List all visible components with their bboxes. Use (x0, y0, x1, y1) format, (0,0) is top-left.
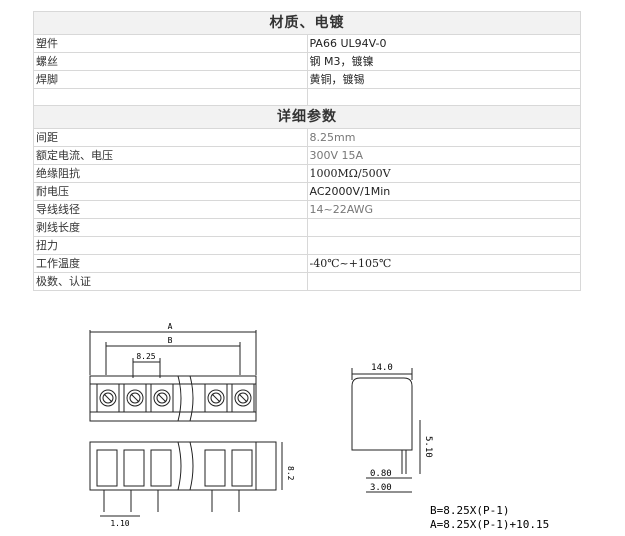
technical-drawing: A B 8.25 1.10 8.2 14.0 5.10 0.80 3.00 B=… (0, 300, 625, 532)
front-view (89, 441, 283, 517)
spec-table: 材质、电镀 塑件 PA66 UL94V-0 螺丝 钢 M3，镀镍 焊脚 黄铜，镀… (33, 11, 581, 291)
row-value: -40℃~+105℃ (306, 254, 581, 273)
row-value (306, 236, 581, 255)
section-title-material: 材质、电镀 (33, 11, 581, 35)
row-label: 螺丝 (33, 52, 308, 71)
spec-table-container: 材质、电镀 塑件 PA66 UL94V-0 螺丝 钢 M3，镀镍 焊脚 黄铜，镀… (33, 11, 581, 291)
table-row: 导线线径 14~22AWG (33, 200, 581, 219)
row-label: 焊脚 (33, 70, 308, 89)
row-value (306, 272, 581, 291)
table-row: 剥线长度 (33, 218, 581, 237)
dim-label-width: 14.0 (371, 363, 393, 373)
wire-slot (204, 449, 226, 487)
section-header-material: 材质、电镀 (33, 11, 581, 35)
row-label: 极数、认证 (33, 272, 308, 291)
table-row: 耐电压 AC2000V/1Min (33, 182, 581, 201)
table-row: 间距 8.25mm (33, 128, 581, 147)
row-label (33, 88, 308, 106)
table-row: 绝缘阻抗 1000MΩ/500V (33, 164, 581, 183)
top-view-body (89, 375, 257, 422)
row-label: 间距 (33, 128, 308, 147)
row-label: 工作温度 (33, 254, 308, 273)
break-line (177, 441, 194, 491)
row-value: PA66 UL94V-0 (306, 34, 581, 53)
row-value (306, 88, 581, 106)
row-label: 额定电流、电压 (33, 146, 308, 165)
row-value: 1000MΩ/500V (306, 164, 581, 183)
row-value: 300V 15A (306, 146, 581, 165)
row-value: 14~22AWG (306, 200, 581, 219)
wire-slot (123, 449, 145, 487)
screw (150, 383, 174, 413)
row-label: 导线线径 (33, 200, 308, 219)
wire-slot (150, 449, 172, 487)
table-row: 塑件 PA66 UL94V-0 (33, 34, 581, 53)
technical-drawing-svg: A B 8.25 1.10 8.2 14.0 5.10 0.80 3.00 B=… (89, 322, 549, 531)
row-label: 耐电压 (33, 182, 308, 201)
table-row: 额定电流、电压 300V 15A (33, 146, 581, 165)
side-view (351, 368, 421, 493)
wire-slot (231, 449, 253, 487)
row-label: 剥线长度 (33, 218, 308, 237)
dim-label-pin: 1.10 (110, 519, 129, 528)
table-row: 工作温度 -40℃~+105℃ (33, 254, 581, 273)
dim-label-B: B (168, 336, 173, 345)
row-value: 黄铜，镀锡 (306, 70, 581, 89)
row-value: 8.25mm (306, 128, 581, 147)
table-row: 扭力 (33, 236, 581, 255)
side-view-body (351, 377, 413, 451)
screw (96, 383, 120, 413)
front-view-body (89, 441, 257, 491)
dim-label-pitch: 8.25 (136, 352, 155, 361)
formula-A: A=8.25X(P-1)+10.15 (430, 518, 549, 531)
section-header-params: 详细参数 (33, 105, 581, 129)
formula-B: B=8.25X(P-1) (430, 504, 509, 517)
screw (123, 383, 147, 413)
dim-label-pin-w: 0.80 (370, 469, 392, 479)
row-value: AC2000V/1Min (306, 182, 581, 201)
section-title-params: 详细参数 (33, 105, 581, 129)
dim-label-A: A (168, 322, 173, 331)
screw-row (96, 375, 255, 422)
front-view-side (255, 441, 277, 491)
dim-label-height: 8.2 (286, 466, 295, 481)
row-value: 钢 M3，镀镍 (306, 52, 581, 71)
row-label: 绝缘阻抗 (33, 164, 308, 183)
table-row (33, 88, 581, 106)
table-row: 极数、认证 (33, 272, 581, 291)
table-row: 螺丝 钢 M3，镀镍 (33, 52, 581, 71)
row-label: 扭力 (33, 236, 308, 255)
table-row: 焊脚 黄铜，镀锡 (33, 70, 581, 89)
dim-label-pin-len: 5.10 (423, 436, 433, 458)
screw (204, 383, 228, 413)
screw (231, 383, 255, 413)
row-value (306, 218, 581, 237)
break-line (177, 375, 194, 422)
row-label: 塑件 (33, 34, 308, 53)
wire-slot (96, 449, 118, 487)
dim-label-foot: 3.00 (370, 483, 392, 493)
